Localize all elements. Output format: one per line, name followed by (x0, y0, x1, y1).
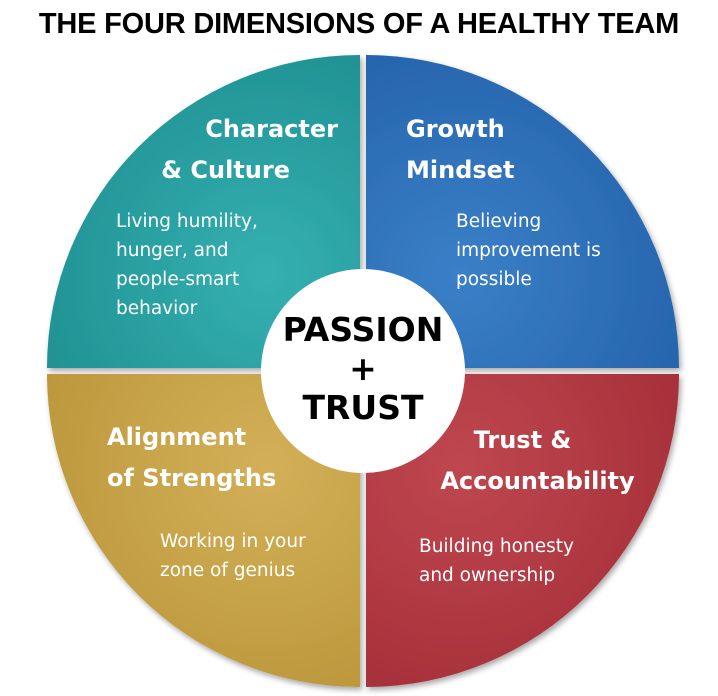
character-culture-block: Character & Culture (128, 109, 348, 191)
character-culture-heading-1: Character (205, 115, 338, 143)
growth-mindset-heading-1: Growth (406, 115, 505, 143)
alignment-strengths-block: Alignment of Strengths (107, 417, 327, 499)
quadrant-top-left (47, 55, 360, 368)
alignment-strengths-heading-1: Alignment (107, 423, 247, 451)
quadrant-bottom-right-fill (366, 374, 679, 687)
growth-mindset-desc-2: improvement is (456, 240, 601, 261)
center-circle (261, 269, 465, 473)
alignment-strengths-description: Working in your zone of genius (160, 527, 360, 585)
trust-accountability-desc-1: Building honesty (419, 536, 574, 557)
character-culture-description: Living humility, hunger, and people-smar… (116, 207, 316, 323)
alignment-strengths-desc-1: Working in your (160, 531, 306, 552)
character-culture-desc-2: hunger, and (116, 240, 229, 261)
growth-mindset-block: Growth Mindset (406, 109, 606, 191)
trust-accountability-description: Building honesty and ownership (419, 532, 619, 590)
character-culture-desc-1: Living humility, (116, 211, 258, 232)
growth-mindset-description: Believing improvement is possible (456, 207, 656, 294)
center-trust: TRUST (302, 388, 424, 427)
trust-accountability-block: Trust & Accountability (430, 420, 645, 502)
growth-mindset-heading-2: Mindset (406, 156, 515, 184)
character-culture-desc-3: people-smart (116, 269, 240, 290)
quadrant-top-right (366, 55, 679, 368)
center-label: PASSION + TRUST (263, 310, 463, 427)
page-title: THE FOUR DIMENSIONS OF A HEALTHY TEAM (38, 8, 680, 40)
character-culture-heading-2: & Culture (161, 156, 290, 184)
growth-mindset-desc-3: possible (456, 269, 532, 290)
center-plus: + (349, 349, 377, 388)
growth-mindset-desc-1: Believing (456, 211, 542, 232)
alignment-strengths-desc-2: zone of genius (160, 560, 296, 581)
center-passion: PASSION (282, 310, 444, 349)
trust-accountability-heading-2: Accountability (440, 467, 635, 495)
trust-accountability-heading-1: Trust & (473, 426, 572, 454)
quadrant-bottom-left (47, 374, 360, 687)
trust-accountability-desc-2: and ownership (419, 565, 556, 586)
character-culture-desc-4: behavior (116, 298, 198, 319)
alignment-strengths-heading-2: of Strengths (107, 464, 277, 492)
